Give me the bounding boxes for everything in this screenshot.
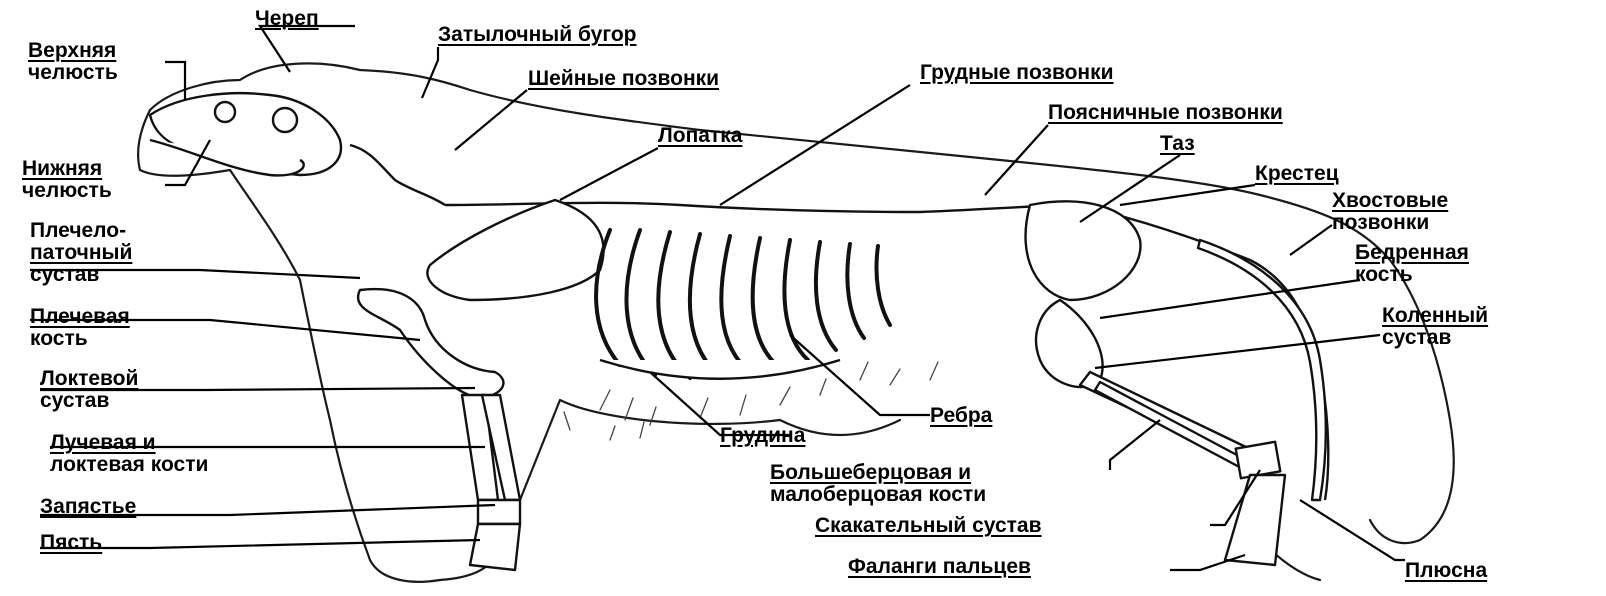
- skull-bones: [150, 93, 341, 175]
- label-lumbar: Поясничные позвонки: [1048, 102, 1283, 124]
- label-phalanges: Фаланги пальцев: [848, 556, 1031, 578]
- leader-cervical: [455, 90, 527, 150]
- label-sacrum: Крестец: [1255, 163, 1339, 185]
- rib-cage: [596, 230, 890, 379]
- label-hock: Скакательный сустав: [815, 515, 1042, 537]
- label-shoulder-joint: Плечело- паточный сустав: [30, 220, 132, 286]
- label-skull: Череп: [255, 8, 319, 30]
- label-metatarsus: Плюсна: [1405, 560, 1487, 582]
- label-upper-jaw: Верхняя челюсть: [28, 40, 118, 84]
- label-cervical: Шейные позвонки: [528, 68, 719, 90]
- label-femur: Бедренная кость: [1355, 242, 1469, 286]
- label-elbow: Локтевой сустав: [40, 368, 138, 412]
- leader-caudal: [1290, 225, 1332, 255]
- label-ribs: Ребра: [930, 405, 992, 427]
- label-radius-ulna: Лучевая и локтевая кости: [50, 432, 208, 476]
- label-pelvis: Таз: [1160, 133, 1195, 155]
- leader-thoracic: [720, 85, 910, 205]
- label-humerus: Плечевая кость: [30, 306, 130, 350]
- label-lower-jaw: Нижняя челюсть: [22, 158, 112, 202]
- label-caudal: Хвостовые позвонки: [1332, 190, 1448, 234]
- leader-pelvis: [1080, 155, 1180, 222]
- label-occipital: Затылочный бугор: [438, 24, 636, 46]
- label-knee: Коленный сустав: [1382, 305, 1488, 349]
- leader-metacarpus: [40, 540, 480, 548]
- leader-scapula: [560, 148, 658, 200]
- leader-ribs: [790, 335, 930, 415]
- label-carpus: Запястье: [40, 496, 136, 518]
- label-tibia-fibula: Большеберцовая и малоберцовая кости: [770, 462, 986, 506]
- label-scapula: Лопатка: [658, 125, 742, 147]
- leader-metatarsus: [1300, 500, 1405, 560]
- foreleg-bones: [358, 289, 520, 570]
- label-sternum: Грудина: [720, 425, 805, 447]
- label-metacarpus: Пясть: [40, 532, 102, 554]
- leader-occipital: [422, 47, 438, 98]
- leader-sacrum: [1120, 185, 1255, 205]
- scapula-bone: [427, 200, 603, 300]
- leader-tibia-fibula: [1110, 420, 1160, 470]
- label-thoracic: Грудные позвонки: [920, 62, 1114, 84]
